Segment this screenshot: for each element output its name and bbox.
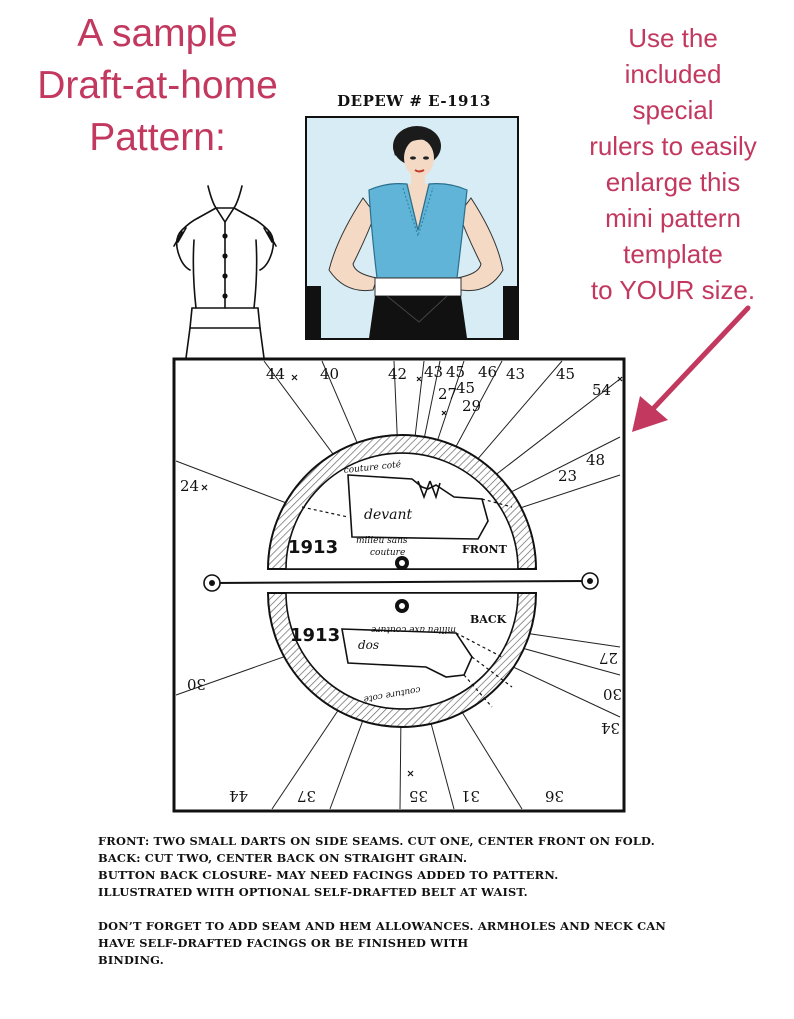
instruction-line-4: Illustrated with optional self-drafted b… bbox=[98, 885, 528, 899]
headline: A sample Draft-at-home Pattern: bbox=[0, 8, 315, 164]
instruction-line-6: have self-drafted facings or be finished… bbox=[98, 936, 469, 950]
size-mark-lower-right-3: 34 bbox=[601, 719, 620, 737]
front-number: 1913 bbox=[288, 537, 338, 558]
instructions: Front: two small darts on side seams. Cu… bbox=[98, 833, 758, 969]
headline-line-2: Draft-at-home bbox=[37, 64, 278, 107]
back-note-top: milieu axe couture bbox=[371, 624, 456, 634]
front-note-bottom-2: couture bbox=[370, 548, 405, 558]
front-tag: FRONT bbox=[462, 543, 508, 556]
back-number: 1913 bbox=[290, 625, 340, 646]
model-photo bbox=[305, 116, 519, 340]
side-note-line-3: special bbox=[632, 95, 714, 125]
instruction-gap bbox=[98, 901, 758, 918]
side-note-line-2: included bbox=[624, 59, 722, 89]
size-mark-lower-right-2: 30 bbox=[603, 685, 622, 703]
size-mark-top-4: 43 bbox=[424, 363, 443, 381]
size-mark-lower-left-1: 30 bbox=[187, 675, 206, 693]
size-mark-inner-3: 29 bbox=[462, 397, 481, 415]
pointer-arrow-icon bbox=[632, 305, 751, 432]
front-piece-label: devant bbox=[364, 507, 413, 523]
size-mark-top-6: 46 bbox=[478, 363, 497, 381]
size-mark-bottom-1: 44 bbox=[229, 787, 248, 805]
instruction-line-1: Front: two small darts on side seams. Cu… bbox=[98, 834, 655, 848]
drafting-diagram: 44 40 42 43 45 46 43 45 54 27 45 29 48 2… bbox=[172, 357, 626, 813]
size-mark-top-8: 45 bbox=[556, 365, 575, 383]
size-mark-bottom-2: 37 bbox=[297, 787, 316, 805]
size-mark-top-9: 54 bbox=[592, 381, 611, 399]
side-note-line-1: Use the bbox=[628, 23, 718, 53]
back-tag: BACK bbox=[470, 613, 507, 626]
size-mark-right-2: 23 bbox=[558, 467, 577, 485]
front-note-bottom-1: milieu sans bbox=[356, 536, 408, 546]
side-note: Use the included special rulers to easil… bbox=[568, 20, 778, 308]
instruction-line-5: Don’t forget to add seam and hem allowan… bbox=[98, 919, 667, 933]
size-mark-top-3: 42 bbox=[388, 365, 407, 383]
back-piece-label: dos bbox=[358, 638, 379, 652]
size-mark-lower-right-1: 27 bbox=[599, 649, 618, 667]
size-mark-bottom-5: 36 bbox=[545, 787, 564, 805]
instruction-line-7: binding. bbox=[98, 953, 164, 967]
side-note-line-4: rulers to easily bbox=[589, 131, 757, 161]
headline-line-3: Pattern: bbox=[89, 116, 226, 159]
size-mark-bottom-4: 31 bbox=[461, 787, 480, 805]
size-mark-inner-2: 45 bbox=[456, 379, 475, 397]
size-mark-top-2: 40 bbox=[320, 365, 339, 383]
side-note-line-8: to YOUR size. bbox=[590, 275, 756, 305]
instruction-line-3: Button back closure- may need facings ad… bbox=[98, 868, 559, 882]
pattern-id: DEPEW # E-1913 bbox=[337, 92, 491, 110]
size-mark-inner-1: 27 bbox=[438, 385, 457, 403]
side-note-line-6: mini pattern bbox=[605, 203, 741, 233]
size-mark-left-1: 24 bbox=[180, 477, 199, 495]
side-note-line-5: enlarge this bbox=[605, 167, 741, 197]
back-view-sketch bbox=[168, 182, 280, 358]
size-mark-bottom-3: 35 bbox=[409, 787, 428, 805]
instruction-line-2: Back: cut two, center back on straight g… bbox=[98, 851, 468, 865]
size-mark-top-1: 44 bbox=[266, 365, 285, 383]
headline-line-1: A sample bbox=[77, 12, 238, 55]
size-mark-right-1: 48 bbox=[586, 451, 605, 469]
size-mark-top-5: 45 bbox=[446, 363, 465, 381]
side-note-line-7: template bbox=[623, 239, 723, 269]
size-mark-top-7: 43 bbox=[506, 365, 525, 383]
